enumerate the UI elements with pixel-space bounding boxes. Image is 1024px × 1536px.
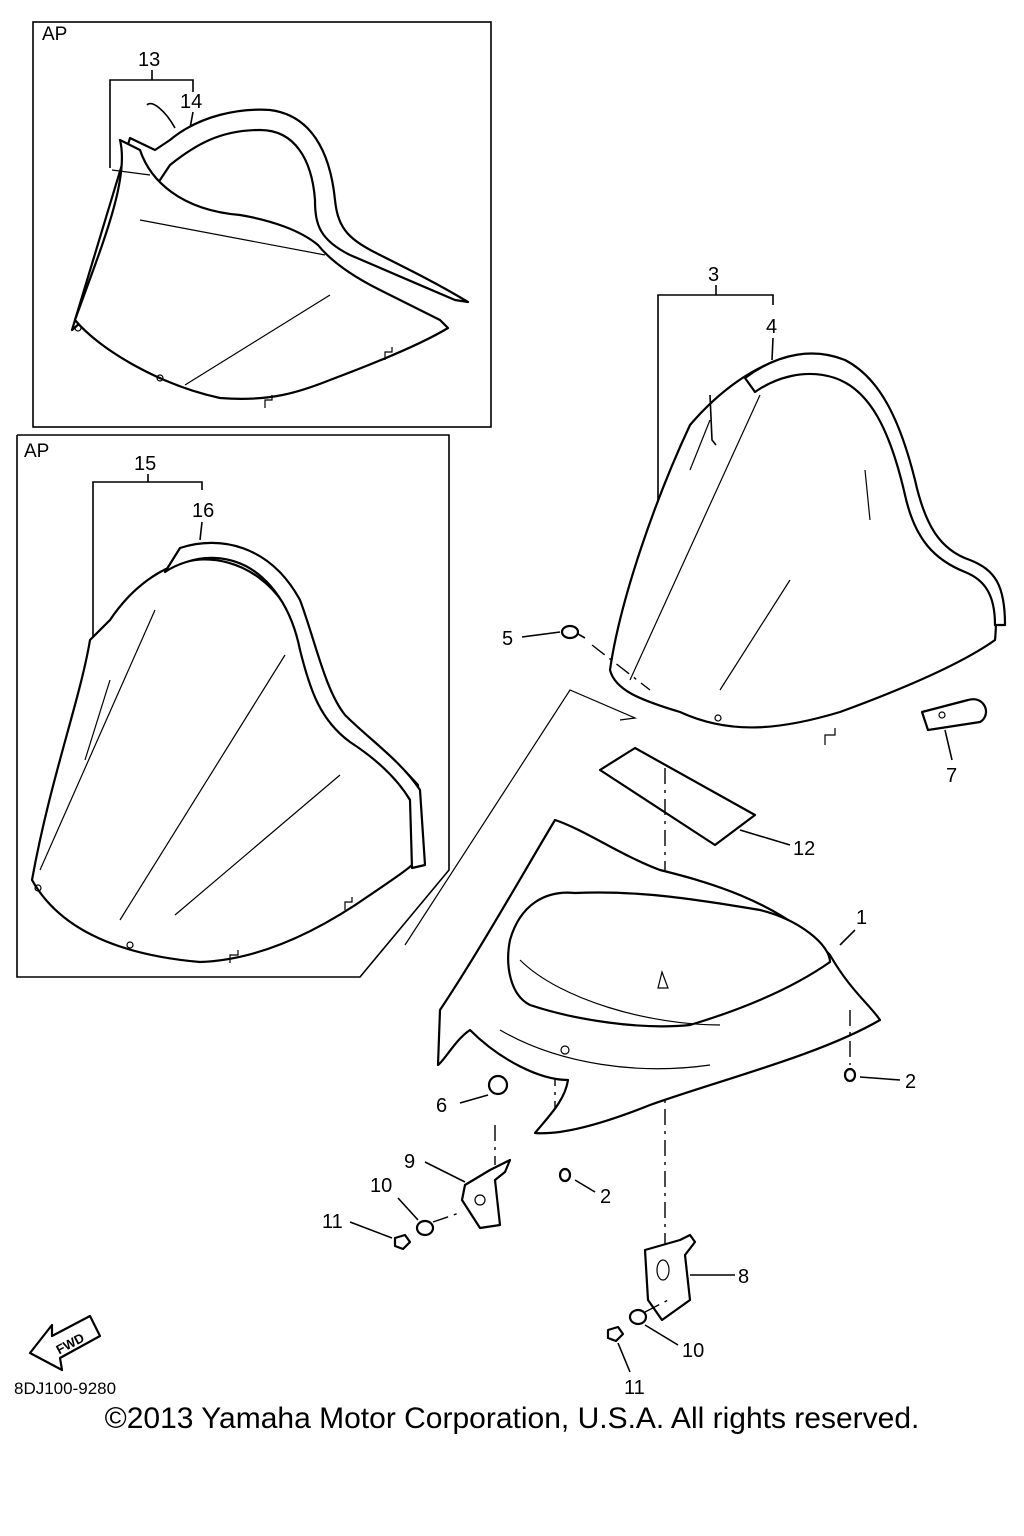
clip-7: 7 — [920, 698, 988, 787]
screw-2-center: 2 — [558, 1167, 611, 1208]
option-box-bottom: AP 15 16 — [16, 434, 450, 978]
callout-13: 13 — [138, 49, 160, 71]
washer-nut-right: 10 11 — [606, 1297, 704, 1399]
windshield-13 — [70, 108, 470, 332]
bracket-9: 9 — [404, 1125, 512, 1230]
cowl-1: 1 — [436, 818, 882, 1135]
option-box-top: AP 13 14 — [32, 21, 492, 428]
callout-12: 12 — [793, 838, 815, 860]
callout-5: 5 — [502, 628, 513, 650]
diagram-code: 8DJ100-9280 — [14, 1379, 116, 1398]
windshield-4-trim — [743, 352, 1007, 627]
callout-10-left: 10 — [370, 1175, 392, 1197]
callout-15: 15 — [134, 453, 156, 475]
windshield-15-trim — [163, 541, 427, 870]
callout-4: 4 — [766, 316, 777, 338]
callout-14: 14 — [180, 91, 202, 113]
callout-16: 16 — [192, 500, 214, 522]
box-label-bottom: AP — [24, 441, 49, 462]
box-label-top: AP — [42, 24, 67, 45]
callout-9: 9 — [404, 1151, 415, 1173]
windshield-13-front — [73, 138, 450, 400]
callout-2-center: 2 — [600, 1186, 611, 1208]
grommet-6: 6 — [436, 1074, 509, 1117]
copyright-notice: ©2013 Yamaha Motor Corporation, U.S.A. A… — [104, 1402, 920, 1435]
fwd-arrow-icon: FWD — [28, 1314, 102, 1372]
callout-10-right: 10 — [682, 1340, 704, 1362]
callout-8: 8 — [738, 1266, 749, 1288]
windshield-assembly-3: 3 4 — [608, 264, 1007, 745]
callout-11-right: 11 — [624, 1377, 645, 1399]
callout-6: 6 — [436, 1095, 447, 1117]
washer-nut-left: 10 11 — [322, 1175, 463, 1251]
windshield-15 — [30, 558, 422, 964]
callout-2-right: 2 — [905, 1071, 916, 1093]
screw-2-right: 2 — [843, 1010, 916, 1093]
screw-5: 5 — [502, 624, 651, 691]
callout-11-left: 11 — [322, 1211, 343, 1233]
callout-7: 7 — [946, 765, 957, 787]
bracket-8: 8 — [643, 1233, 749, 1322]
callout-3: 3 — [708, 264, 719, 286]
pad-12: 12 — [598, 746, 815, 860]
callout-1: 1 — [856, 907, 867, 929]
